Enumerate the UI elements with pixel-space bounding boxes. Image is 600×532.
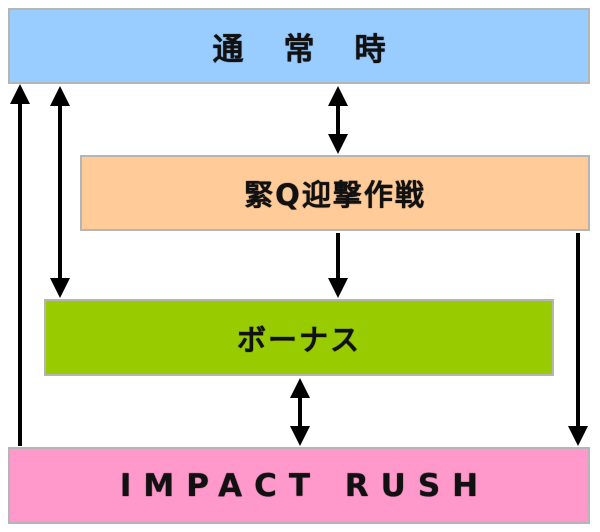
state-box-normal: 通常時 (8, 8, 590, 84)
state-box-impact: IMPACT RUSH (8, 447, 590, 524)
state-label-bonus: ボーナス (236, 322, 361, 357)
state-box-bonus: ボーナス (44, 299, 554, 376)
state-box-kyuq: 緊Q迎撃作戦 (80, 155, 590, 231)
state-label-impact: IMPACT RUSH (119, 467, 491, 504)
state-label-kyuq: 緊Q迎撃作戦 (244, 178, 426, 212)
state-label-normal: 通常時 (212, 31, 426, 68)
